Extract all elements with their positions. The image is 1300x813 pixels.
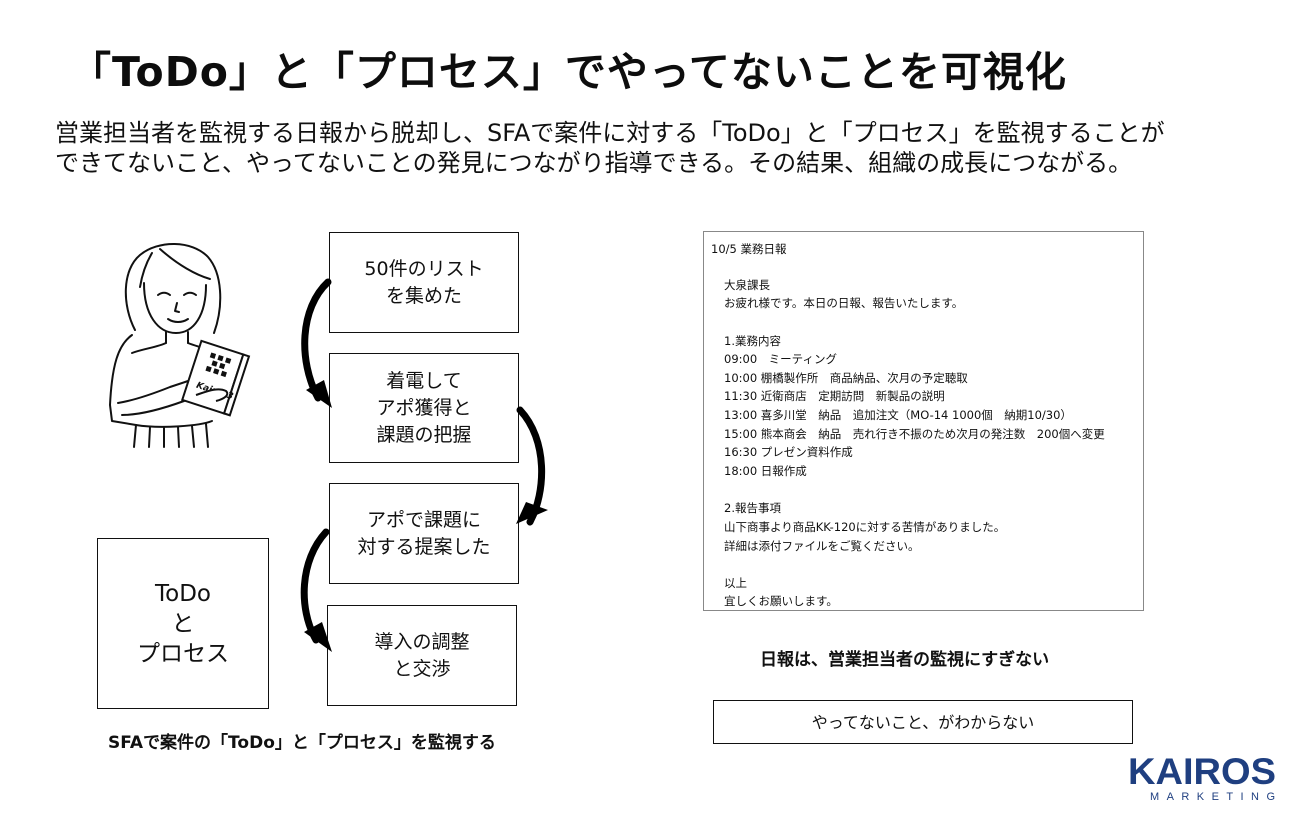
process-step-4: 導入の調整 と交渉 — [327, 605, 517, 706]
report-line: 15:00 熊本商会 納品 売れ行き不振のため次月の発注数 200個へ変更 — [724, 427, 1105, 441]
report-line: 1.業務内容 — [724, 334, 781, 348]
logo-tagline: MARKETING — [1150, 791, 1275, 802]
report-line: 大泉課長 — [724, 278, 770, 292]
report-line: 11:30 近衛商店 定期訪問 新製品の説明 — [724, 389, 945, 403]
arrow-step3-to-step4 — [300, 528, 330, 644]
left-caption: SFAで案件の「ToDo」と「プロセス」を監視する — [108, 733, 496, 753]
process-step-3: アポで課題に 対する提案した — [329, 483, 519, 584]
report-line: 10:00 棚橋製作所 商品納品、次月の予定聴取 — [724, 371, 968, 385]
subtitle-line-1: 営業担当者を監視する日報から脱却し、SFAで案件に対する「ToDo」と「プロセス… — [55, 119, 1165, 147]
report-line: 16:30 プレゼン資料作成 — [724, 445, 853, 459]
person-illustration: Kairos3 — [109, 243, 251, 448]
report-line: 09:00 ミーティング — [724, 352, 837, 366]
daily-report-panel: 10/5 業務日報 大泉課長 お疲れ様です。本日の日報、報告いたします。 1.業… — [703, 231, 1144, 611]
report-line: 13:00 喜多川堂 納品 追加注文（MO-14 1000個 納期10/30） — [724, 408, 1072, 422]
todo-process-box: ToDo と プロセス — [97, 538, 269, 709]
report-line: 山下商事より商品KK-120に対する苦情がありました。 — [724, 520, 1006, 534]
report-heading: 10/5 業務日報 — [711, 242, 787, 256]
report-line: 宜しくお願いします。 — [724, 594, 838, 608]
logo-name: KAIROS — [1128, 752, 1276, 792]
subtitle-line-2: できてないこと、やってないことの発見につながり指導できる。その結果、組織の成長に… — [55, 149, 1133, 177]
arrow-head-2 — [516, 502, 548, 524]
arrow-step1-to-step2 — [301, 278, 332, 402]
page-title: 「ToDo」と「プロセス」でやってないことを可視化 — [70, 48, 1067, 96]
process-step-2: 着電して アポ獲得と 課題の把握 — [329, 353, 519, 463]
arrow-head-1 — [306, 380, 332, 408]
right-caption: 日報は、営業担当者の監視にすぎない — [760, 650, 1050, 670]
report-line: お疲れ様です。本日の日報、報告いたします。 — [724, 296, 964, 310]
process-step-1: 50件のリスト を集めた — [329, 232, 519, 333]
flow-arrows — [300, 278, 548, 652]
kairos-marketing-logo: KAIROS MARKETING — [1128, 752, 1276, 802]
report-line: 詳細は添付ファイルをご覧ください。 — [724, 539, 920, 553]
not-done-unknown-box: やってないこと、がわからない — [713, 700, 1133, 744]
report-line: 以上 — [724, 576, 747, 590]
report-line: 18:00 日報作成 — [724, 464, 807, 478]
report-line: 2.報告事項 — [724, 501, 781, 515]
arrow-head-3 — [304, 622, 332, 652]
